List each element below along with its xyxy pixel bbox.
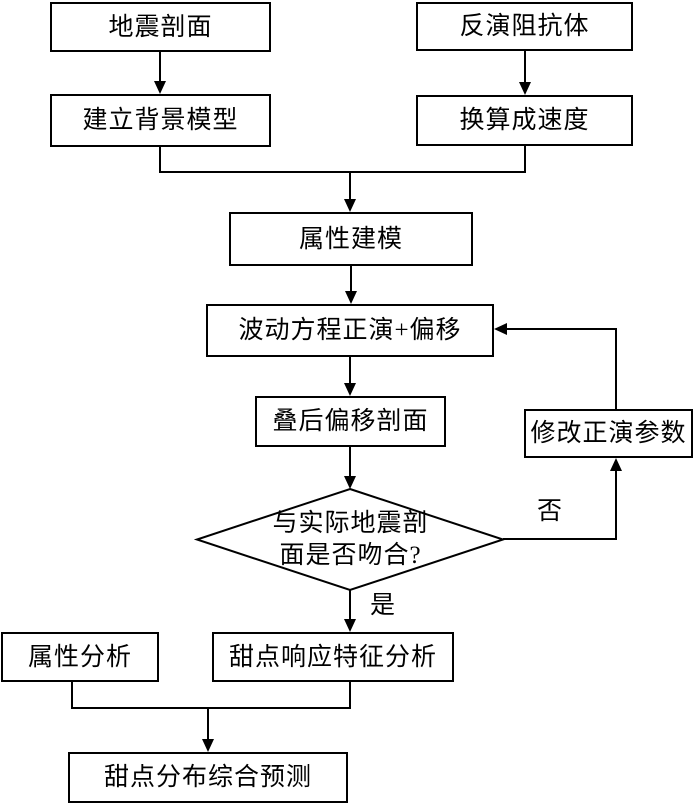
- arrowhead-down: [344, 199, 356, 212]
- edge-loopback: [497, 328, 617, 409]
- node-poststack-migration-label: 叠后偏移剖面: [272, 408, 429, 435]
- node-attribute-analysis-label: 属性分析: [27, 643, 132, 671]
- edge-label-no: 否: [537, 498, 563, 525]
- node-seismic-profile: 地震剖面: [50, 2, 271, 52]
- decision-text-line2: 面是否吻合?: [279, 542, 422, 569]
- node-poststack-migration: 叠后偏移剖面: [255, 396, 446, 447]
- arrowhead-down: [154, 81, 166, 94]
- node-modify-forward-params-label: 修改正演参数: [530, 420, 687, 447]
- arrowhead-up: [610, 458, 622, 471]
- node-wave-equation-forward: 波动方程正演+偏移: [206, 304, 494, 357]
- arrowhead-left: [494, 323, 507, 335]
- node-sweetspot-response-label: 甜点响应特征分析: [228, 643, 437, 671]
- node-attribute-modeling: 属性建模: [229, 212, 473, 266]
- arrowhead-down: [345, 291, 357, 304]
- node-inverted-impedance-label: 反演阻抗体: [459, 13, 590, 40]
- decision-text-line1: 与实际地震剖: [272, 510, 429, 537]
- edge-merge-bottom: [71, 682, 351, 709]
- arrowhead-down: [344, 476, 356, 489]
- arrowhead-down: [519, 82, 531, 95]
- edge-decision-no: [503, 461, 617, 540]
- node-convert-velocity: 换算成速度: [416, 95, 633, 146]
- node-seismic-profile-label: 地震剖面: [108, 13, 213, 41]
- node-sweetspot-prediction-label: 甜点分布综合预测: [103, 764, 312, 791]
- node-convert-velocity-label: 换算成速度: [459, 107, 590, 134]
- node-attribute-analysis: 属性分析: [1, 632, 159, 682]
- node-sweetspot-prediction: 甜点分布综合预测: [68, 752, 348, 803]
- node-modify-forward-params: 修改正演参数: [524, 409, 693, 458]
- decision-diamond: [193, 487, 507, 592]
- arrowhead-down: [344, 619, 356, 632]
- decision-text: 与实际地震剖 面是否吻合?: [230, 508, 471, 572]
- node-sweetspot-response: 甜点响应特征分析: [212, 632, 454, 682]
- node-wave-equation-forward-label: 波动方程正演+偏移: [238, 317, 462, 344]
- node-background-model-label: 建立背景模型: [82, 107, 239, 134]
- edge-merge-top: [159, 146, 526, 173]
- node-attribute-modeling-label: 属性建模: [298, 225, 403, 253]
- edge-label-yes: 是: [370, 592, 396, 619]
- node-background-model: 建立背景模型: [50, 94, 271, 147]
- arrowhead-down: [344, 383, 356, 396]
- arrowhead-down: [202, 739, 214, 752]
- node-inverted-impedance: 反演阻抗体: [416, 2, 633, 51]
